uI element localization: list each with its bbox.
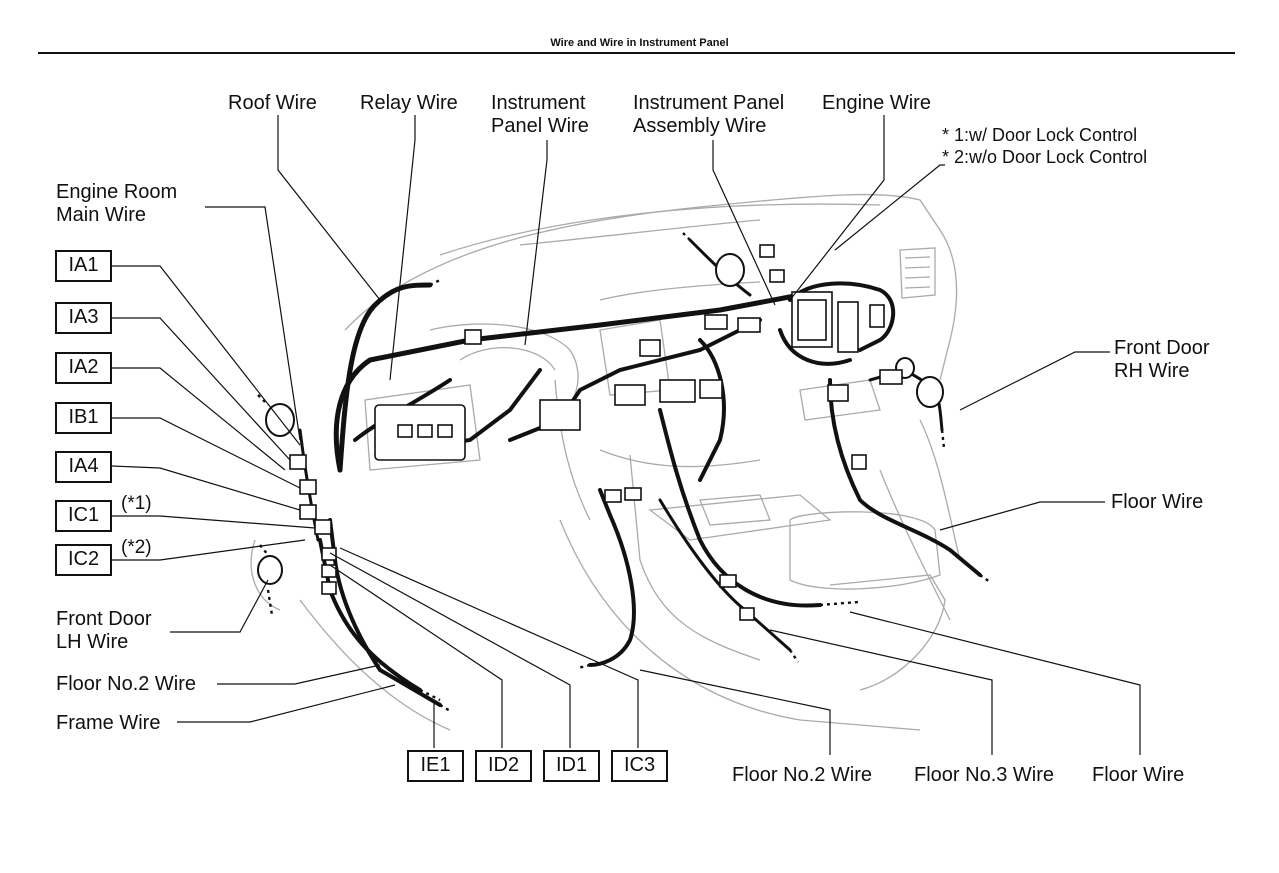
label-ic1-note: (*1) bbox=[121, 493, 152, 514]
connector-code-id2: ID2 bbox=[475, 750, 532, 782]
connector-code-ia4: IA4 bbox=[55, 451, 112, 483]
label-instrument-panel-wire-line2: Panel Wire bbox=[491, 115, 589, 137]
connector-blocks bbox=[289, 244, 903, 621]
label-ic2-note: (*2) bbox=[121, 537, 152, 558]
connector-code-id1: ID1 bbox=[543, 750, 600, 782]
label-frame-wire: Frame Wire bbox=[56, 712, 161, 734]
connector-code-ib1: IB1 bbox=[55, 402, 112, 434]
connector-code-ia2: IA2 bbox=[55, 352, 112, 384]
label-front-door-lh-wire-line2: LH Wire bbox=[56, 631, 129, 653]
label-floor-no2-wire-bottom: Floor No.2 Wire bbox=[732, 764, 873, 786]
label-instrument-panel-assembly-wire-line1: Instrument Panel bbox=[633, 92, 785, 114]
connector-code-ic1: IC1 bbox=[55, 500, 112, 532]
connector-code-ia3: IA3 bbox=[55, 302, 112, 334]
connector-code-ic2: IC2 bbox=[55, 544, 112, 576]
footnote-2: * 2:w/o Door Lock Control bbox=[942, 147, 1148, 167]
label-engine-room-main-wire-line1: Engine Room bbox=[56, 181, 178, 203]
title-divider bbox=[38, 52, 1235, 54]
wire-end-dashes bbox=[257, 232, 991, 714]
label-front-door-rh-wire-line1: Front Door bbox=[1114, 337, 1210, 359]
page-title: Wire and Wire in Instrument Panel bbox=[550, 37, 729, 49]
leader-lines bbox=[111, 115, 1141, 755]
label-floor-no2-wire-left: Floor No.2 Wire bbox=[56, 673, 197, 695]
label-floor-wire-right: Floor Wire bbox=[1111, 491, 1204, 513]
label-floor-no3-wire: Floor No.3 Wire bbox=[914, 764, 1055, 786]
connector-code-ia1: IA1 bbox=[55, 250, 112, 282]
label-roof-wire: Roof Wire bbox=[228, 92, 317, 114]
connector-code-ie1: IE1 bbox=[407, 750, 464, 782]
label-relay-wire: Relay Wire bbox=[360, 92, 458, 114]
label-front-door-lh-wire-line1: Front Door bbox=[56, 608, 152, 630]
footnote-1: * 1:w/ Door Lock Control bbox=[942, 125, 1138, 145]
label-engine-room-main-wire-line2: Main Wire bbox=[56, 204, 147, 226]
connector-code-ic3: IC3 bbox=[611, 750, 668, 782]
label-engine-wire: Engine Wire bbox=[822, 92, 931, 114]
label-instrument-panel-assembly-wire-line2: Assembly Wire bbox=[633, 115, 767, 137]
label-instrument-panel-wire-line1: Instrument bbox=[491, 92, 586, 114]
label-front-door-rh-wire-line2: RH Wire bbox=[1114, 360, 1190, 382]
label-floor-wire-bottom: Floor Wire bbox=[1092, 764, 1185, 786]
